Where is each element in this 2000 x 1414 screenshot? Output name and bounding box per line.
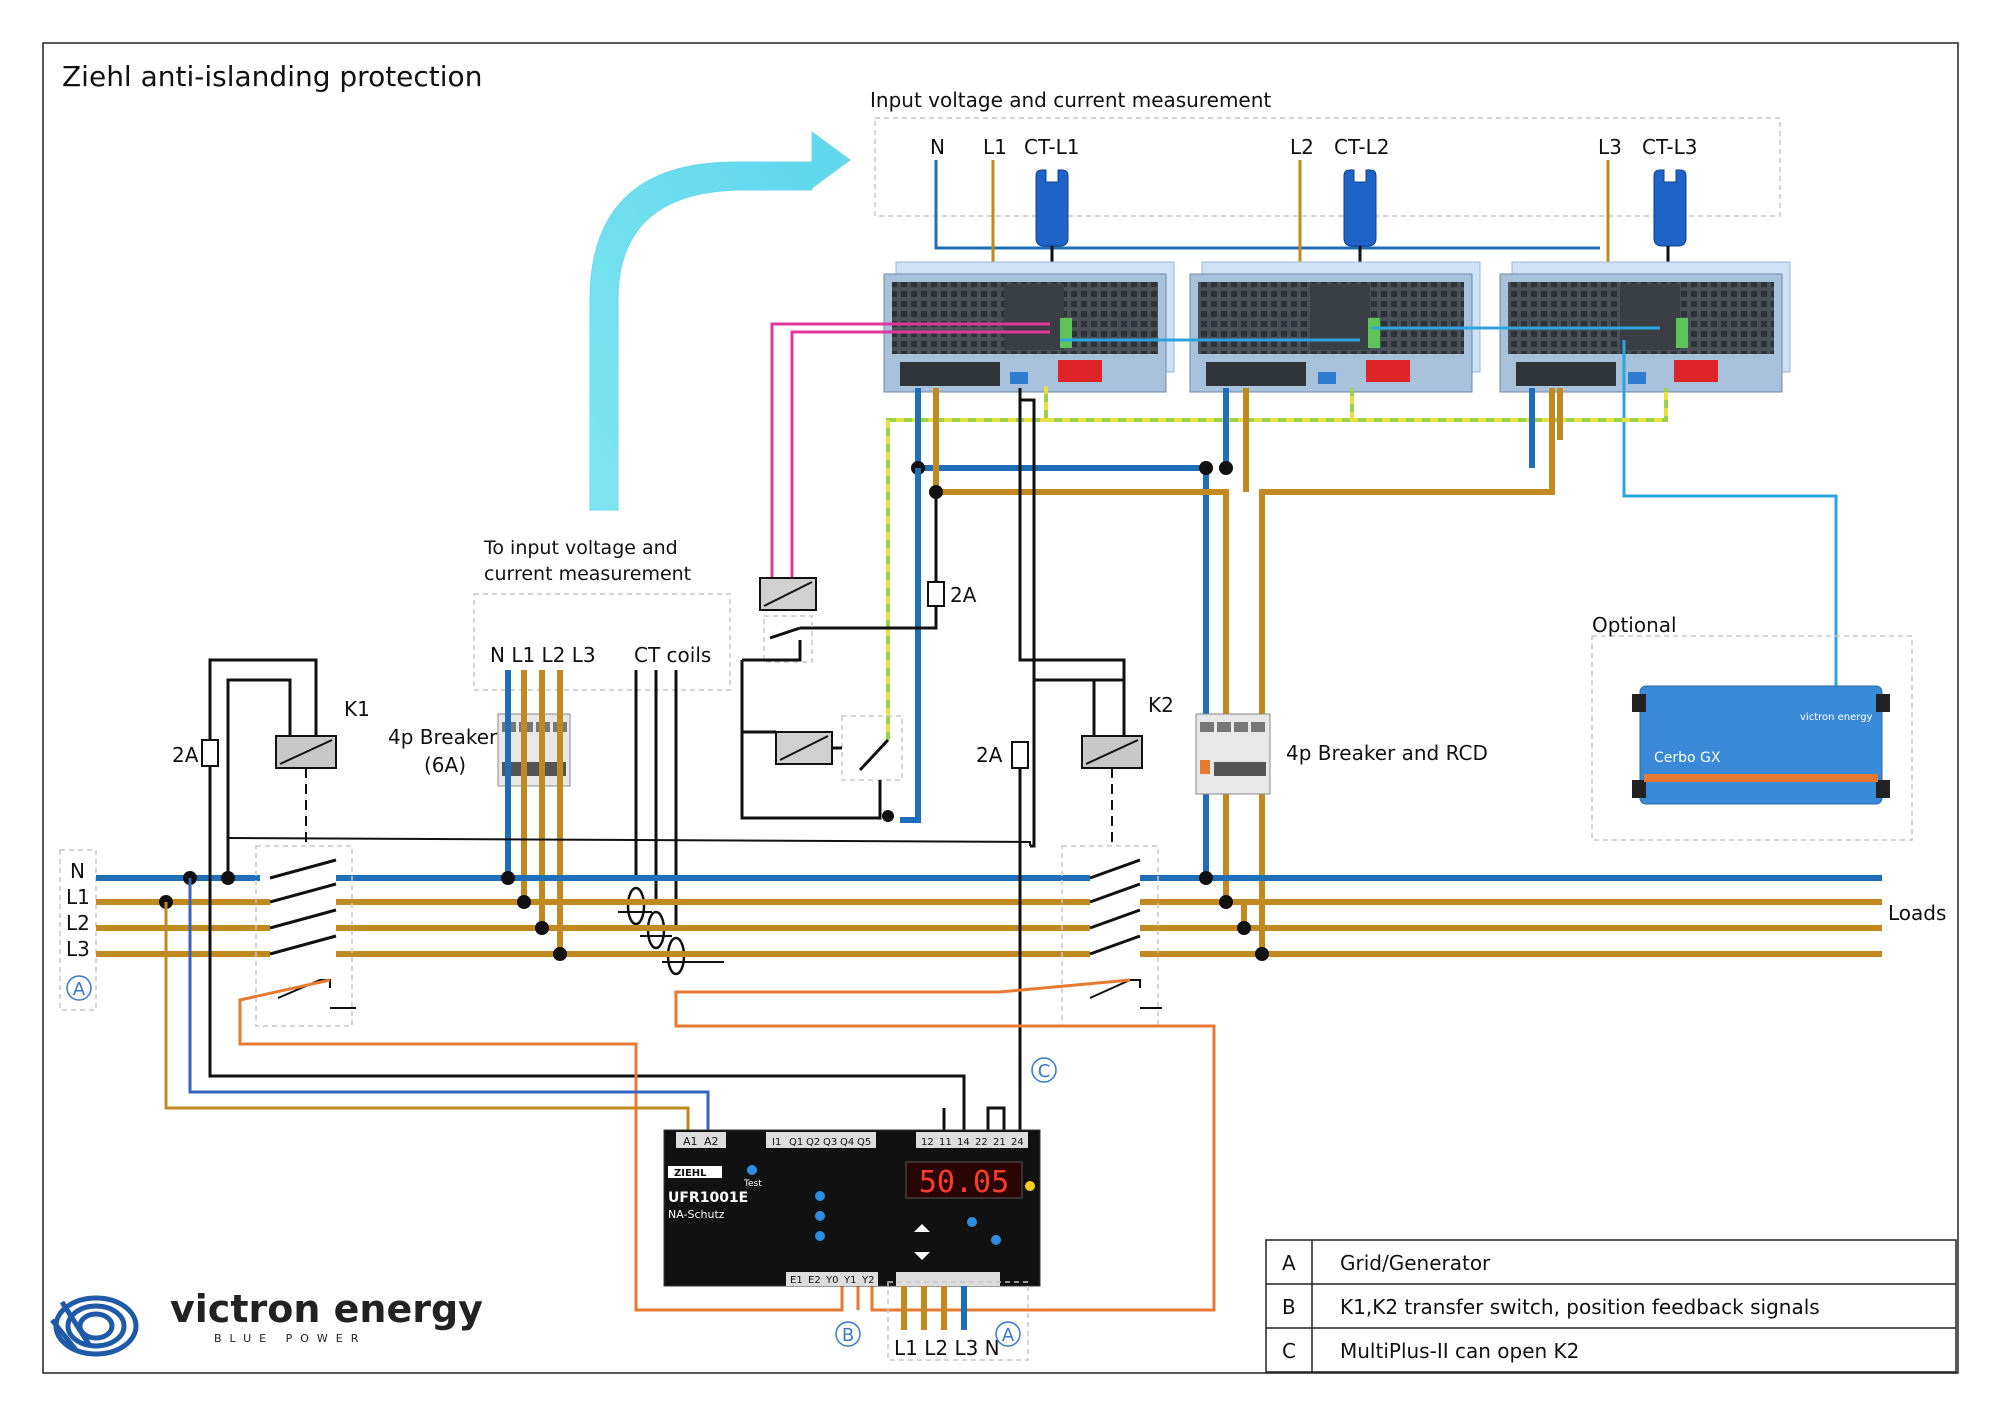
bus-label-l2: L2: [66, 911, 90, 935]
relay-io-q3: Q3: [823, 1137, 837, 1148]
marker-b: [835, 1321, 861, 1347]
relay-term-22: 22: [975, 1137, 988, 1148]
input-breaker-zone: [473, 593, 731, 691]
bus-label-n: N: [70, 859, 85, 883]
relay-io-q4: Q4: [840, 1137, 854, 1148]
relay-e2: E2: [808, 1275, 821, 1286]
measurement-zone: [874, 117, 1781, 217]
measurement-arrow: [589, 131, 851, 511]
output-breaker: [1195, 713, 1271, 795]
marker-a-grid-label: A: [73, 979, 86, 1000]
fuse-center: [927, 581, 945, 607]
legend-table: A Grid/Generator B K1,K2 transfer switch…: [1265, 1239, 1957, 1373]
to-input-line1: To input voltage and: [483, 537, 678, 559]
grid-zone: [59, 849, 97, 1011]
cerbo-name: Cerbo GX: [1654, 750, 1721, 766]
meas-label-ct-l2: CT-L2: [1334, 135, 1389, 159]
to-input-line2: current measurement: [484, 563, 691, 585]
relay-term-11: 11: [939, 1137, 952, 1148]
ufr-relay: A1 A2 I1 Q1 Q2 Q3 Q4 Q5 12 11 14 22 21 2…: [663, 1129, 1041, 1287]
legend-text-b: K1,K2 transfer switch, position feedback…: [1340, 1295, 1820, 1319]
relay-y1: Y1: [843, 1275, 856, 1286]
legend-key-a: A: [1282, 1251, 1296, 1275]
relay-io-q5: Q5: [857, 1137, 871, 1148]
meas-label-ct-l1: CT-L1: [1024, 135, 1079, 159]
logo-name: victron energy: [170, 1287, 483, 1331]
cerbo-gx: Cerbo GX victron energy: [1632, 685, 1890, 805]
optional-zone: [1591, 635, 1913, 841]
relay-bottom-terminals: L1 L2 L3 N: [894, 1336, 1000, 1360]
legend-key-b: B: [1282, 1295, 1296, 1319]
k1-zone: [255, 845, 353, 1027]
meas-label-l1: L1: [983, 135, 1007, 159]
fuse-k2-label: 2A: [976, 743, 1003, 767]
relay-test: Test: [743, 1179, 762, 1189]
relay-e1: E1: [790, 1275, 803, 1286]
measurement-title: Input voltage and current measurement: [870, 88, 1271, 112]
relay-io-q2: Q2: [806, 1137, 820, 1148]
marker-b-label: B: [842, 1325, 854, 1346]
fuse-center-label: 2A: [950, 583, 977, 607]
relay-io-q1: Q1: [789, 1137, 803, 1148]
k2-zone: [1061, 845, 1159, 1027]
page-frame: [42, 42, 1959, 1374]
marker-a-grid: [66, 975, 92, 1001]
cerbo-brand: victron energy: [1800, 712, 1873, 723]
k2-label: K2: [1148, 693, 1174, 717]
optional-label: Optional: [1592, 613, 1677, 637]
relay-term-24: 24: [1011, 1137, 1024, 1148]
meas-label-ct-l3: CT-L3: [1642, 135, 1697, 159]
marker-c: [1031, 1057, 1057, 1083]
meas-label-l2: L2: [1290, 135, 1314, 159]
relay-io-i1: I1: [772, 1137, 781, 1148]
bus-label-l3: L3: [66, 937, 90, 961]
relay-y0: Y0: [825, 1275, 838, 1286]
fuse-k1-label: 2A: [172, 743, 199, 767]
relay-measure-zone: [887, 1281, 1029, 1361]
marker-a-relay-label: A: [1002, 1325, 1015, 1346]
page-title: Ziehl anti-islanding protection: [62, 60, 482, 93]
loads-label: Loads: [1888, 901, 1946, 925]
victron-logo: victron energy BLUE POWER: [50, 1287, 483, 1357]
legend-text-c: MultiPlus-II can open K2: [1340, 1339, 1579, 1363]
breaker-in-name: 4p Breaker: [388, 725, 498, 749]
bus-label-l1: L1: [66, 885, 90, 909]
relay-term-12: 12: [921, 1137, 934, 1148]
breaker-out-label: 4p Breaker and RCD: [1286, 741, 1488, 765]
logo-tagline: BLUE POWER: [214, 1332, 366, 1345]
k1-label: K1: [344, 697, 370, 721]
relay-coil-upper: [759, 577, 817, 611]
meas-label-n: N: [930, 135, 945, 159]
relay-subtitle: NA-Schutz: [668, 1208, 725, 1221]
relay-term-14: 14: [957, 1137, 970, 1148]
legend-text-a: Grid/Generator: [1340, 1251, 1491, 1275]
relay-coil-lower: [775, 731, 833, 765]
relay-term-21: 21: [993, 1137, 1006, 1148]
meas-label-l3: L3: [1598, 135, 1622, 159]
inverter-l2: [1189, 261, 1481, 393]
marker-a-relay: [995, 1321, 1021, 1347]
fuse-k1: [201, 739, 219, 767]
relay-display: 50.05: [919, 1165, 1009, 1200]
relay-brand: ZIEHL: [674, 1168, 707, 1179]
inverter-l1: [883, 261, 1175, 393]
relay-model: UFR1001E: [668, 1190, 748, 1206]
breaker-in-rating: (6A): [424, 753, 466, 777]
ct-coils-label: CT coils: [634, 643, 711, 667]
relay-term-a1: A1: [683, 1135, 698, 1148]
legend-key-c: C: [1282, 1339, 1296, 1363]
breaker-in-phases: N L1 L2 L3: [490, 643, 596, 667]
inverter-l3: [1499, 261, 1791, 393]
marker-c-label: C: [1038, 1061, 1051, 1082]
ct-coil-1: [626, 886, 646, 926]
relay-y2: Y2: [861, 1275, 874, 1286]
fuse-k2: [1011, 741, 1029, 769]
relay-term-a2: A2: [704, 1135, 719, 1148]
